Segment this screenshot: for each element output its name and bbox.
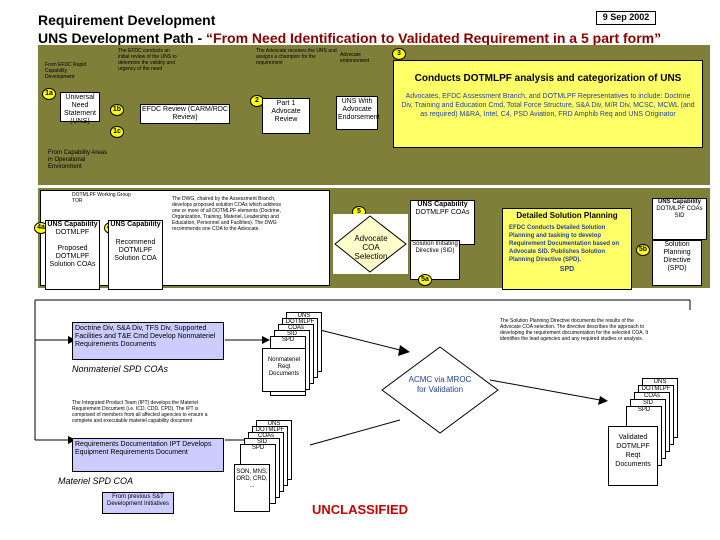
working-group-note: DOTMLPF Working Group TOR — [72, 192, 131, 204]
tag-1a: 1a — [42, 88, 56, 100]
spd-label: SPD — [559, 266, 575, 273]
recommend-label: Recommend DOTMLPF Solution COA — [114, 239, 157, 262]
dotmlpf-analysis-box: Conducts DOTMLPF analysis and categoriza… — [393, 60, 703, 148]
subtitle-quote: “From Need Identification to Validated R… — [206, 30, 662, 46]
advocate-note: The Advocate receives the UNS and assign… — [256, 48, 337, 66]
part1-advocate-review-box: Part 1 Advocate Review — [262, 98, 310, 134]
materiel-doc-stack: UNS DOTMLPF COAs SID SPD SON, MNS, ORD, … — [232, 420, 302, 512]
uns-coas-doc: UNS Capability DOTMLPF COAs SID — [652, 198, 707, 240]
nonmateriel-doc-stack: UNS DOTMLPF COAs SID SPD Nonmateriel Req… — [262, 312, 328, 396]
previous-sat-box: From previous S&T Development Initiative… — [102, 492, 174, 514]
subtitle-prefix: UNS Development Path - — [38, 30, 207, 46]
acmc-diamond-shape — [381, 346, 499, 434]
uns-with-endorsement-box: UNS With Advocate Endorsement — [336, 96, 380, 130]
uns-capability-4: UNS Capability — [657, 199, 701, 205]
dotmlpf-coas-doc: UNS Capability DOTMLPF COAs — [410, 200, 475, 245]
uns-capability-1: UNS Capability — [47, 221, 98, 228]
tag-1c: 1c — [110, 126, 124, 138]
detailed-title: Detailed Solution Planning — [516, 211, 618, 220]
capability-areas-note: From Capability Areas in Operational Env… — [48, 150, 108, 170]
tag-5b: 5b — [636, 244, 650, 256]
dotmlpf-1: DOTMLPF — [55, 229, 90, 236]
sid-label: SID — [674, 213, 685, 219]
advocate-coa-diamond: Advocate COA Selection — [333, 214, 408, 274]
detailed-body: EFDC Conducts Detailed Solution Planning… — [509, 225, 620, 263]
page-title: Requirement Development — [38, 12, 216, 28]
analysis-title: Conducts DOTMLPF analysis and categoriza… — [414, 73, 682, 84]
recommended-coa-doc: UNS Capability Recommend DOTMLPF Solutio… — [108, 220, 163, 290]
proposed-coas-doc: UNS Capability DOTMLPF Proposed DOTMLPF … — [45, 220, 100, 290]
spd-note: The Solution Planning Directive document… — [500, 318, 649, 342]
dwg-description: The DWG, chaired by the Assessment Branc… — [172, 196, 281, 232]
diamond-shape — [334, 215, 407, 273]
nonmateriel-box: Doctrine Div, S&A Div, TFS Div, Supporte… — [72, 322, 224, 360]
materiel-label: Materiel SPD COA — [58, 476, 134, 486]
efdc-note: From EFDC Rapid Capability Development — [45, 62, 87, 80]
nonmateriel-docs-label: Nonmateriel Reqt Documents — [262, 348, 306, 392]
requirement-docs-list: SON, MNS, ORD, CRD, ... — [234, 464, 270, 512]
validated-doc-stack: UNS DOTMLPF COAs SID SPD Validated DOTML… — [608, 378, 688, 488]
classification-marking: UNCLASSIFIED — [311, 502, 409, 517]
uns-capability-2: UNS Capability — [110, 221, 161, 228]
acmc-diamond: ACMC via MROC for Validation — [380, 345, 500, 435]
tag-5a: 5a — [418, 274, 432, 286]
advocate-coa-label: Advocate COA Selection — [354, 234, 388, 261]
detailed-planning-box: Detailed Solution Planning EFDC Conducts… — [502, 208, 632, 290]
tag-2: 2 — [250, 95, 264, 107]
tag-1b: 1b — [110, 104, 124, 116]
page-subtitle: UNS Development Path - “From Need Identi… — [38, 30, 678, 46]
efdc-initial-review-note: The EFDC conducts an initial review of t… — [118, 48, 177, 72]
ipt-box: Requirements Documentation IPT Develops … — [72, 438, 224, 472]
date-box: 9 Sep 2002 — [596, 11, 656, 25]
proposed-coas-label: Proposed DOTMLPF Solution COAs — [49, 245, 96, 268]
ipt-note: The Integrated Product Team (IPT) develo… — [72, 400, 208, 424]
efdc-review-box: EFDC Review (CARM/RDC Review) — [140, 104, 230, 124]
tag-3: 3 — [392, 48, 406, 60]
validated-docs-label: Validated DOTMLPF Reqt Documents — [608, 426, 658, 486]
uns-capability-3: UNS Capability — [417, 201, 468, 208]
dotmlpf-coas-2: DOTMLPF COAs — [656, 206, 703, 212]
advocate-endorsement-note: Advocate endorsement — [340, 52, 370, 64]
uns-box: Universal Need Statement (UNS) — [60, 92, 100, 125]
nonmateriel-label: Nonmateriel SPD COAs — [72, 364, 169, 374]
initiating-directive-doc: Solution Initiating Directive (SID) — [410, 240, 460, 280]
planning-directive-doc: Solution Planning Directive (SPD) — [652, 240, 702, 286]
dotmlpf-coas-label: DOTMLPF COAs — [415, 209, 470, 216]
analysis-body: Advocates, EFDC Assessment Branch, and D… — [401, 93, 695, 118]
acmc-label: ACMC via MROC for Validation — [408, 375, 472, 394]
